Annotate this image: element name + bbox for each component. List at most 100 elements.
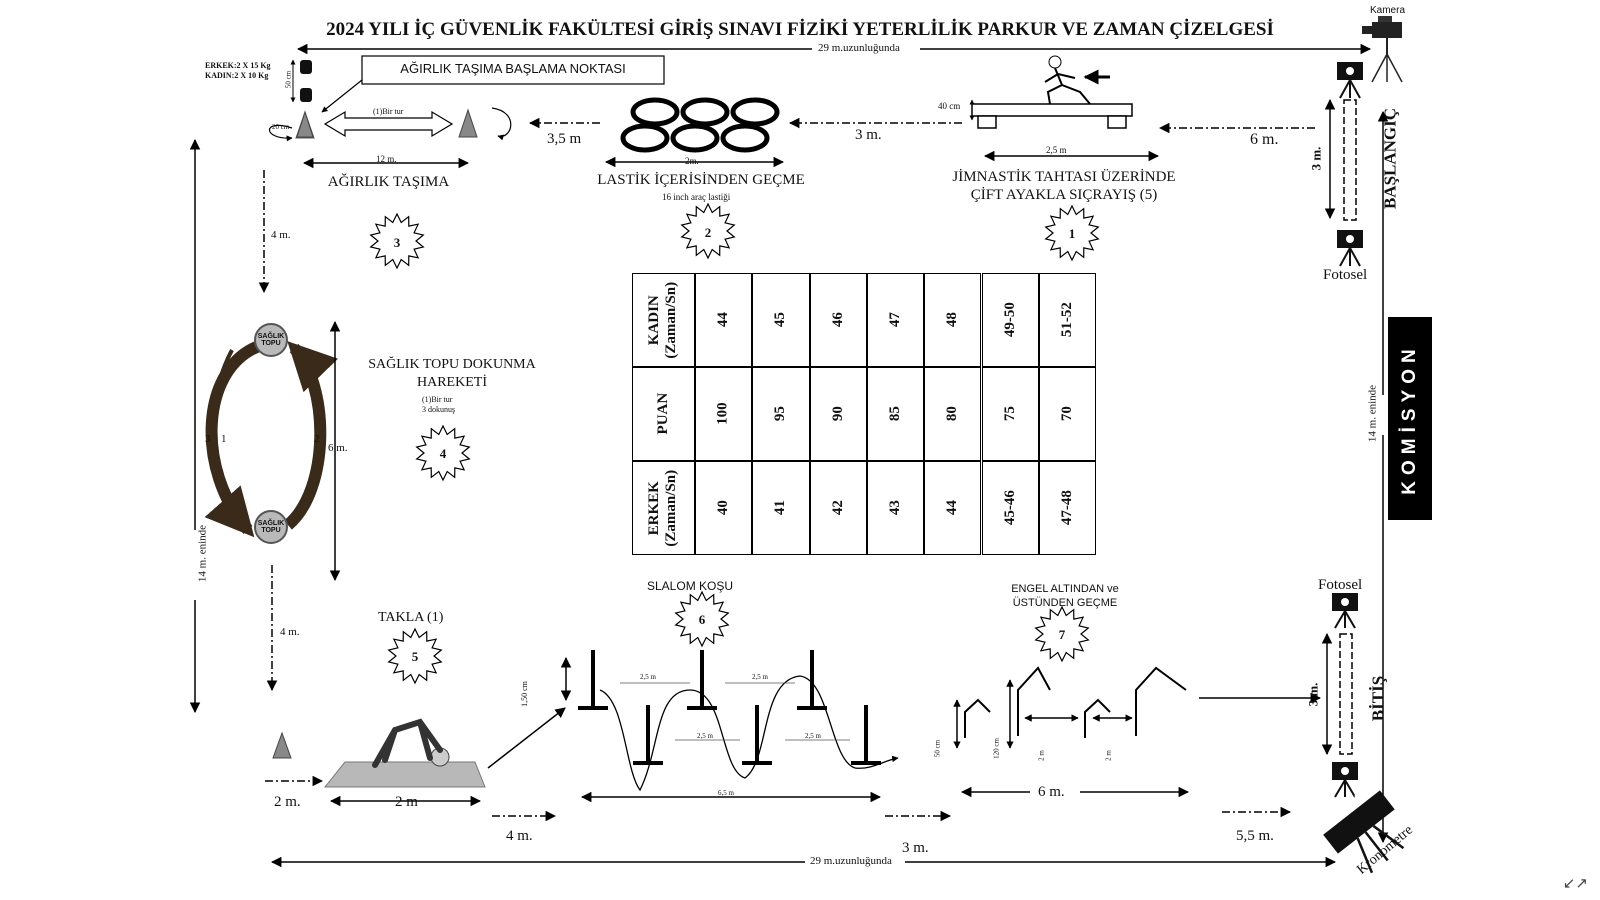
length-label-bottom: 29 m.uzunluğunda [810,855,892,867]
station-4-number: 4 [439,446,447,461]
station-1-title-line2: ÇİFT AYAKLA SIÇRAYIŞ (5) [970,187,1158,203]
slalom-gap-label: 2,5 m [805,732,821,740]
cone-icon [272,731,292,759]
score-cell: 47 [866,273,925,367]
station-4-badge [415,424,471,482]
start-width-label: 3 m. [1308,146,1324,171]
score-cell: 45-46 [981,461,1039,555]
score-row-header: PUAN [632,367,695,461]
medicine-ball-top: SAĞLIK TOPU [254,323,288,357]
weights-height: 50 cm [284,70,293,89]
tires [620,97,780,153]
station-7-title-line2: ÜSTÜNDEN GEÇME [1012,597,1118,609]
slalom-total-label: 6,5 m [718,789,734,797]
score-cell: 47-48 [1038,461,1097,555]
station-5-title: TAKLA (1) [378,610,444,625]
station-7-badge [1034,605,1090,663]
hurdle-height-2: 120 cm [992,738,1001,759]
station-1-badge [1044,204,1100,262]
score-cell: 42 [809,461,867,555]
pole-height-label: 1,50 cm [520,681,529,707]
score-cell: 75 [981,367,1039,461]
roll-approach-label: 2 m. [274,794,301,810]
camera-icon [1362,16,1403,83]
finish-label: BİTİŞ [1368,675,1388,722]
score-cell: 51-52 [1038,273,1097,367]
carry-round-label: (1)Bir tur [373,107,404,116]
photocell-icon [1332,593,1358,629]
station-5-badge [387,627,443,685]
cone-icon [296,110,314,138]
station-4-title-line2: HAREKETİ [417,375,487,390]
length-label-top: 29 m.uzunluğunda [818,42,900,54]
commission-label: KOMİSYON [1399,342,1420,495]
score-cell: 95 [752,367,810,461]
cone-icon [458,108,478,138]
score-cell: 40 [695,461,753,555]
station-4-title-line1: SAĞLIK TOPU DOKUNMA [368,357,536,372]
score-cell: 80 [924,367,982,461]
station-3-title: AĞIRLIK TAŞIMA [327,174,450,190]
gymnastics-bench [969,55,1133,129]
score-cell: 44 [924,461,982,555]
mat [323,761,486,788]
ball-distance-label: 6 m. [328,442,348,454]
distance-5-5m: 5,5 m. [1236,828,1274,844]
station-6-title: SLALOM KOŞU [647,579,734,593]
start-line [1343,99,1357,221]
carry-arrow [323,110,454,138]
station-2-badge [680,202,736,260]
commission-box: KOMİSYON [1388,317,1432,520]
station-5-number: 5 [411,649,419,664]
start-point-box [361,55,665,85]
photocell-label-finish: Fotosel [1318,577,1363,593]
score-cell: 44 [695,273,753,367]
weights-male: ERKEK:2 X 15 Kg [205,61,271,70]
distance-3m-b: 3 m. [902,840,929,856]
start-label: BAŞLANGIÇ [1380,107,1400,210]
score-cell: 46 [809,273,867,367]
bench-length-label: 2,5 m [1046,145,1067,155]
medicine-ball-arrows [204,339,338,538]
score-cell: 45 [752,273,810,367]
hurdle-length-label: 6 m. [1038,784,1065,800]
width-label-left: 14 m. eninde [196,524,209,583]
station-1-number: 1 [1068,226,1076,241]
photocell-label-start: Fotosel [1323,267,1368,283]
weight-start-point-label: AĞIRLIK TAŞIMA BAŞLAMA NOKTASI [400,61,626,76]
finish-width-label: 3 m. [1305,682,1321,707]
score-cell: 41 [752,461,810,555]
distance-4m-b: 4 m. [280,626,300,638]
hurdle-gap-1: 2 m [1037,750,1046,761]
photocell-icon [1332,762,1358,798]
score-cell: 85 [866,367,925,461]
weights-base: 20 cm [272,123,290,131]
hurdle-height-1: 50 cm [933,739,942,758]
score-row-header: ERKEK (Zaman/Sn) [632,461,695,555]
score-cell: 43 [866,461,925,555]
ball-arrow-1: 1 [221,433,227,445]
stopwatch-icon [1323,790,1405,874]
distance-4m-a: 4 m. [271,229,291,241]
expand-icon[interactable]: ↙↗ [1562,874,1588,892]
rolling-athlete-icon [372,718,450,768]
station-7-title-line1: ENGEL ALTINDAN ve [1011,583,1119,595]
station-1-title-line1: JİMNASTİK TAHTASI ÜZERİNDE [952,169,1176,185]
station-4-note-line2: 3 dokunuş [422,405,456,414]
score-cell: 48 [924,273,982,367]
distance-4m-c: 4 m. [506,828,533,844]
distance-3-5m: 3,5 m [547,131,582,147]
diagram-title: 2024 YILI İÇ GÜVENLİK FAKÜLTESİ GİRİŞ SI… [326,19,1274,40]
score-cell: 90 [809,367,867,461]
distance-6m: 6 m. [1250,131,1279,148]
bench-height-label: 40 cm [938,101,961,111]
distance-3m: 3 m. [855,127,882,143]
station-6-number: 6 [698,612,706,627]
slalom-poles [578,650,881,765]
score-row-header: KADIN (Zaman/Sn) [632,273,695,367]
station-6-badge [674,590,730,648]
photocell-icon [1337,62,1363,99]
finish-line [1339,633,1353,755]
station-2-title: LASTİK İÇERİSİNDEN GEÇME [597,172,805,188]
